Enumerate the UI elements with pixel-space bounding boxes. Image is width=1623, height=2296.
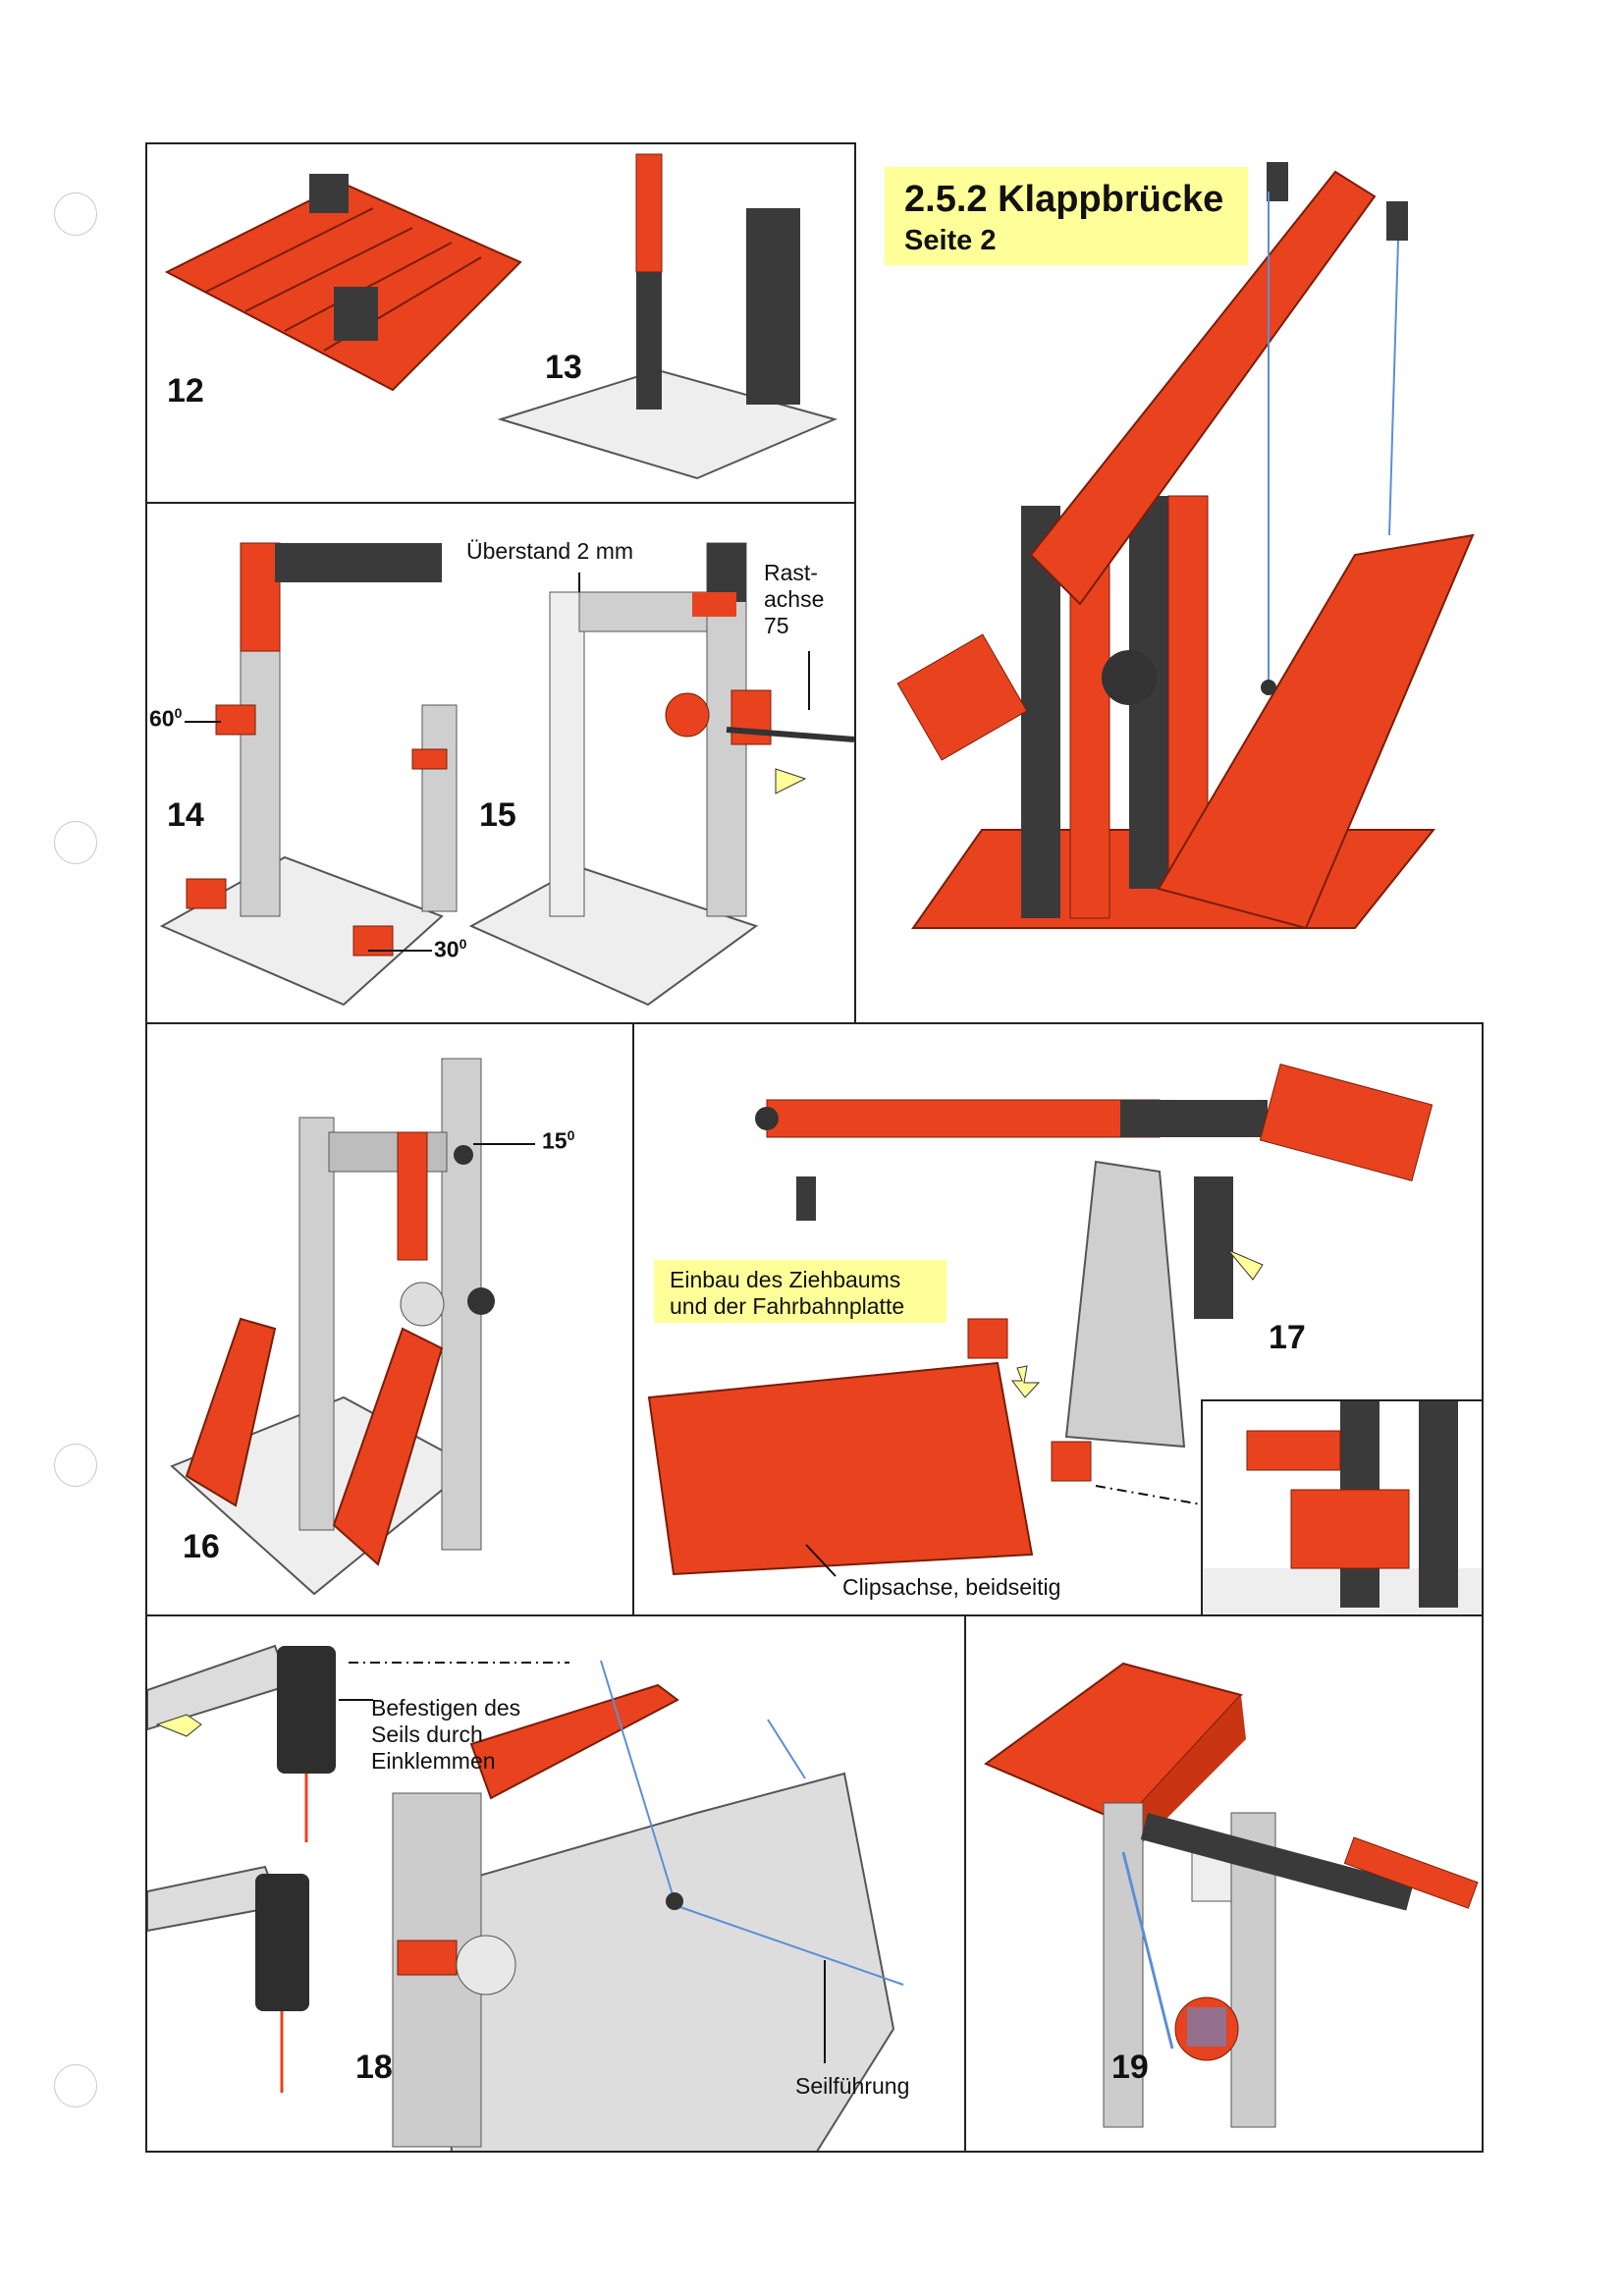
label-seilfuehrung: Seilführung — [795, 2073, 910, 2099]
label-befestigen-3: Einklemmen — [371, 1748, 496, 1774]
panel-steps-14-15: Überstand 2 mm Rast- achse 75 600 300 14… — [145, 502, 856, 1024]
note-box-einbau — [654, 1260, 947, 1323]
binder-hole-2 — [54, 821, 97, 864]
overview-illustration — [884, 142, 1492, 1007]
step-number-13: 13 — [545, 349, 582, 386]
label-clipsachse: Clipsachse, beidseitig — [842, 1574, 1061, 1600]
step-number-14: 14 — [167, 796, 204, 834]
label-ueberstand: Überstand 2 mm — [466, 538, 634, 564]
illustration-17 — [647, 1064, 1434, 1577]
label-einbau-1: Einbau des Ziehbaums — [670, 1267, 901, 1292]
illustration-18 — [147, 1644, 904, 2151]
overview-drawing — [896, 162, 1475, 930]
illustration-19 — [983, 1662, 1479, 2128]
panel-steps-12-13: 12 13 — [145, 142, 856, 504]
step-number-16: 16 — [183, 1528, 220, 1565]
page-subtitle: Seite 2 — [904, 225, 997, 256]
step-number-19: 19 — [1111, 2049, 1149, 2086]
page-title-box: 2.5.2 Klappbrücke Seite 2 — [885, 167, 1248, 265]
panel-step-17: Einbau des Ziehbaums und der Fahrbahnpla… — [632, 1022, 1484, 1616]
step-number-12: 12 — [167, 372, 204, 410]
step-number-15: 15 — [479, 796, 516, 834]
inset-detail-17 — [1201, 1399, 1482, 1614]
binder-hole-4 — [54, 2064, 97, 2107]
panel-step-19: 19 — [964, 1614, 1484, 2153]
illustration-12-13 — [164, 153, 839, 480]
label-angle-15: 150 — [542, 1127, 575, 1154]
label-angle-60: 600 — [149, 705, 183, 732]
step-number-17: 17 — [1269, 1319, 1306, 1356]
label-befestigen-1: Befestigen des — [371, 1695, 521, 1721]
panel-step-18: Befestigen des Seils durch Einklemmen Se… — [145, 1614, 966, 2153]
illustration-14-15 — [159, 542, 854, 1007]
inset-drawing-17 — [1203, 1401, 1482, 1614]
panel-step-16: 150 16 — [145, 1022, 634, 1616]
label-angle-30: 300 — [434, 936, 467, 962]
label-einbau-2: und der Fahrbahnplatte — [670, 1293, 905, 1319]
step-number-18: 18 — [355, 2049, 393, 2086]
illustration-16 — [170, 1058, 535, 1596]
label-befestigen-2: Seils durch — [371, 1722, 483, 1747]
page-title: 2.5.2 Klappbrücke — [904, 179, 1224, 220]
label-rastachse-3: 75 — [764, 613, 789, 638]
binder-hole-1 — [54, 192, 97, 236]
binder-hole-3 — [54, 1444, 97, 1487]
label-rastachse-1: Rast- — [764, 560, 818, 585]
label-rastachse-2: achse — [764, 586, 825, 612]
